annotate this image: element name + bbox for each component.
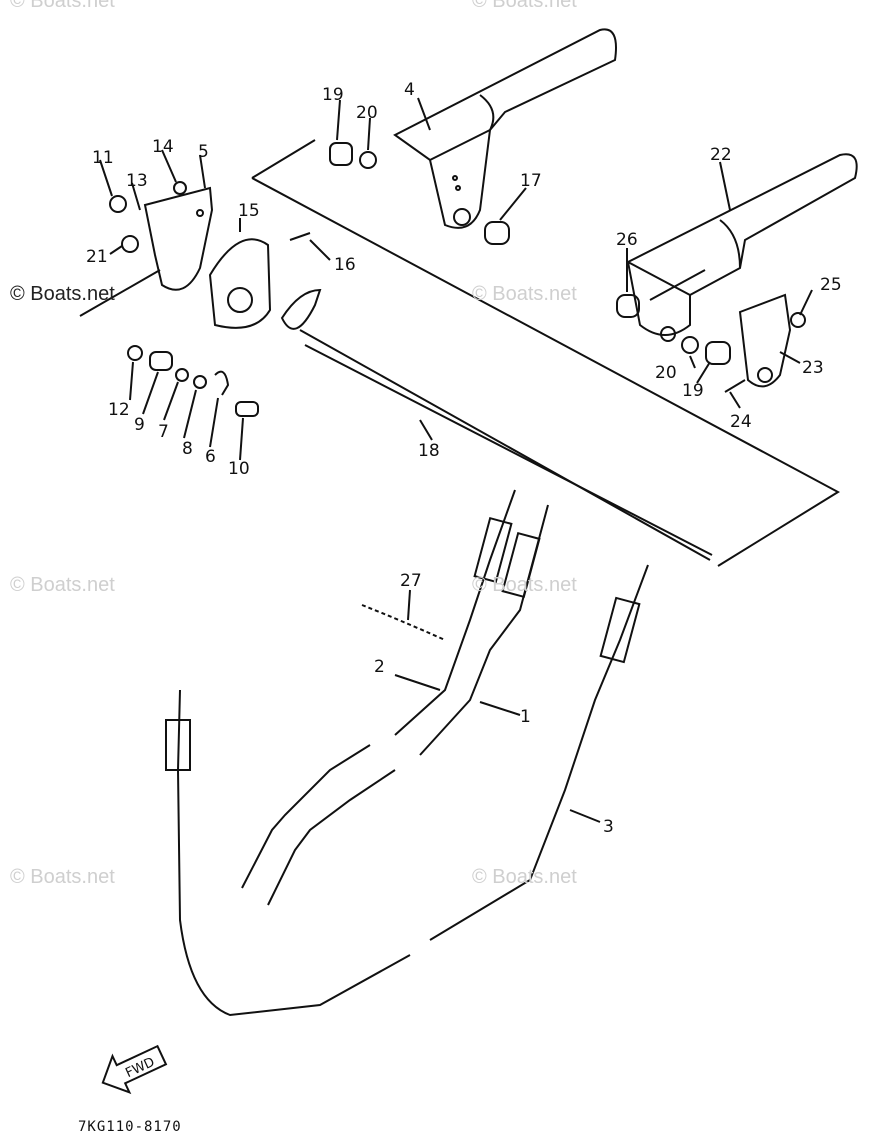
part-label-1: 1	[520, 707, 531, 727]
assembly-outline-main	[251, 177, 841, 567]
part-label-20b: 20	[655, 363, 677, 383]
cover-15	[208, 238, 272, 329]
part-20b	[681, 336, 699, 354]
part-label-5: 5	[198, 142, 209, 162]
part-label-14: 14	[152, 137, 174, 157]
fwd-arrow-icon: FWD	[101, 1044, 168, 1095]
part-16	[289, 232, 311, 241]
drawing-code: 7KG110-8170	[78, 1119, 182, 1135]
wire-27	[361, 604, 446, 641]
part-20	[359, 151, 377, 169]
part-label-17: 17	[520, 171, 542, 191]
part-21	[121, 235, 139, 253]
part-10	[235, 401, 259, 417]
part-label-27: 27	[400, 571, 422, 591]
cable-2	[241, 489, 516, 889]
cable-1	[267, 504, 549, 906]
part-label-9: 9	[134, 415, 145, 435]
part-label-3: 3	[603, 817, 614, 837]
watermark: © Boats.net	[10, 283, 115, 305]
watermark: © Boats.net	[472, 0, 577, 12]
part-label-11: 11	[92, 148, 114, 168]
part-label-15: 15	[238, 201, 260, 221]
part-11	[109, 195, 127, 213]
part-label-25: 25	[820, 275, 842, 295]
part-19b	[705, 341, 731, 365]
bracket-5	[143, 186, 214, 291]
part-label-19b: 19	[682, 381, 704, 401]
grip-22	[625, 153, 858, 342]
part-label-18: 18	[418, 441, 440, 461]
part-label-22: 22	[710, 145, 732, 165]
part-label-8: 8	[182, 439, 193, 459]
part-label-23: 23	[802, 358, 824, 378]
part-9	[149, 351, 173, 371]
part-label-4: 4	[404, 80, 415, 100]
part-17	[484, 221, 510, 245]
part-7	[175, 368, 189, 382]
part-19	[329, 142, 353, 166]
part-6	[214, 370, 230, 396]
part-14	[173, 181, 187, 195]
watermark: © Boats.net	[472, 283, 577, 305]
part-8	[193, 375, 207, 389]
part-label-13: 13	[126, 171, 148, 191]
throttle-grip-4	[393, 28, 617, 229]
part-label-21: 21	[86, 247, 108, 267]
part-label-6: 6	[205, 447, 216, 467]
watermark: © Boats.net	[472, 866, 577, 888]
watermark: © Boats.net	[10, 574, 115, 596]
watermark: © Boats.net	[10, 0, 115, 12]
part-25	[790, 312, 806, 328]
part-label-24: 24	[730, 412, 752, 432]
part-24	[724, 379, 746, 393]
part-label-16: 16	[334, 255, 356, 275]
part-26	[616, 294, 640, 318]
part-label-19a: 19	[322, 85, 344, 105]
assembly-outline-left	[79, 139, 316, 317]
watermark: © Boats.net	[10, 866, 115, 888]
part-label-10: 10	[228, 459, 250, 479]
part-label-7: 7	[158, 422, 169, 442]
watermark: © Boats.net	[472, 574, 577, 596]
bracket-23	[738, 293, 792, 388]
part-label-20a: 20	[356, 103, 378, 123]
part-label-12: 12	[108, 400, 130, 420]
part-12	[127, 345, 143, 361]
rod-18	[280, 288, 713, 561]
cable-3	[165, 564, 649, 1017]
part-label-2: 2	[374, 657, 385, 677]
part-label-26: 26	[616, 230, 638, 250]
